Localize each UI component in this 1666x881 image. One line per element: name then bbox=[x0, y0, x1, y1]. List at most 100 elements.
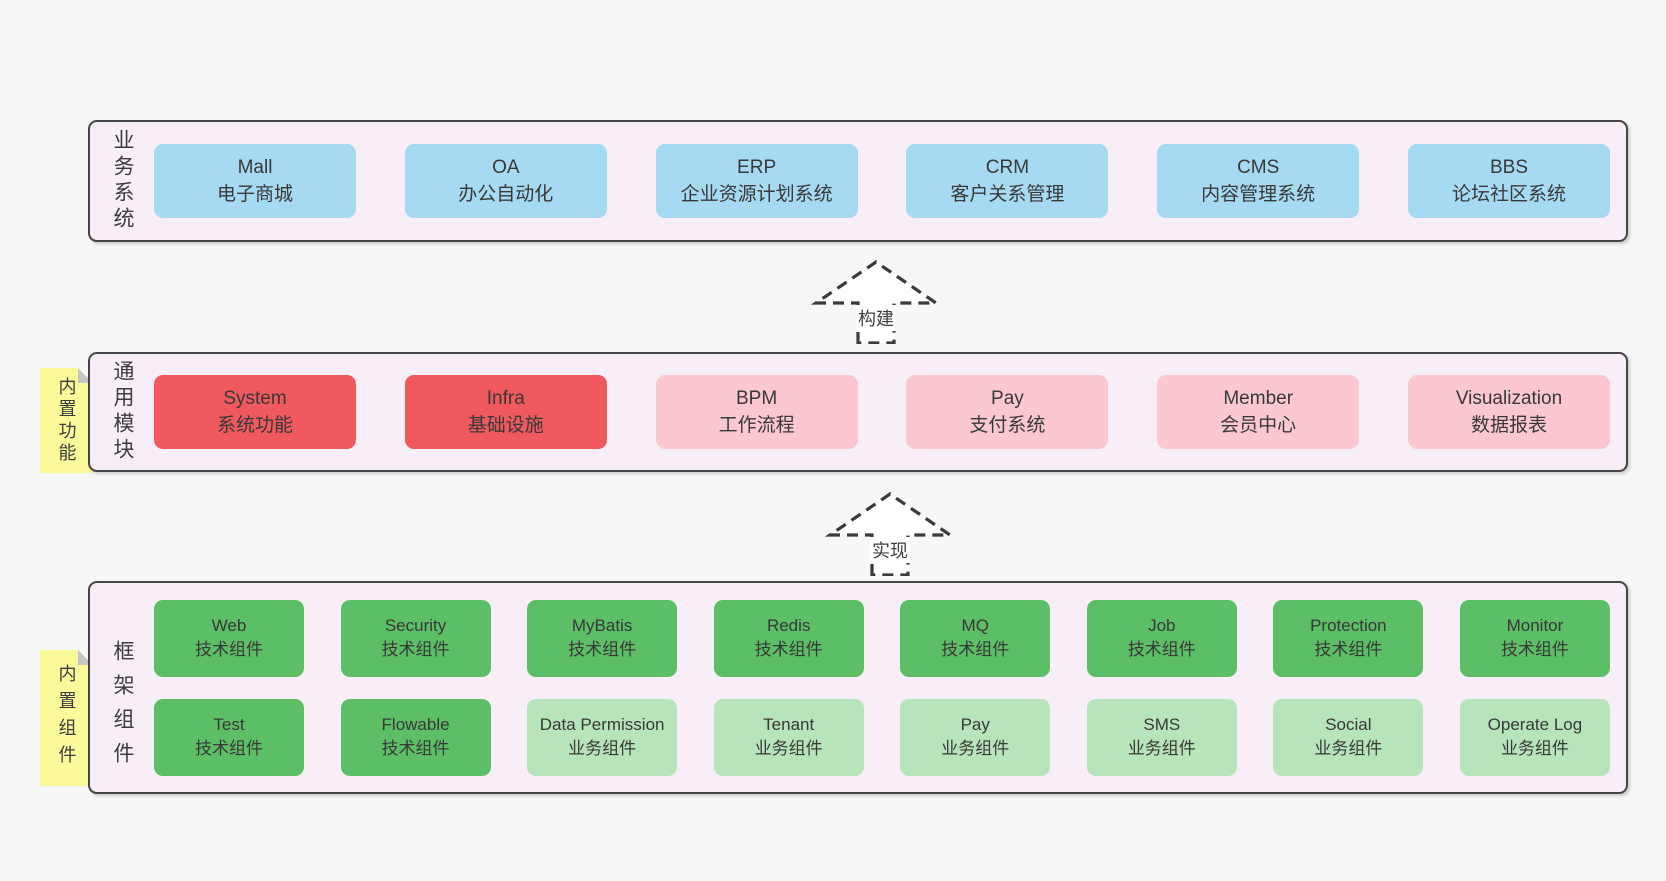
module-desc: 技术组件 bbox=[381, 640, 450, 659]
layer-label: 通用模块 bbox=[111, 360, 134, 464]
box-visualization: Visualization 数据报表 bbox=[1407, 375, 1610, 449]
module-desc: 技术组件 bbox=[195, 640, 263, 659]
sticky-note-text: 内置功能 bbox=[56, 376, 77, 465]
module-desc: 技术组件 bbox=[754, 640, 823, 659]
sticky-note-builtin-components: 内置组件 bbox=[40, 650, 93, 786]
box-mall: Mall 电子商城 bbox=[154, 144, 356, 218]
module-desc: 业务组件 bbox=[1314, 739, 1383, 758]
box-infra: Infra 基础设施 bbox=[404, 375, 607, 449]
box-member: Member 会员中心 bbox=[1157, 375, 1360, 449]
box-pay: Pay 业务组件 bbox=[900, 698, 1051, 776]
arrow-label: 构建 bbox=[856, 305, 896, 332]
module-name: Data Permission bbox=[539, 715, 665, 734]
box-flowable: Flowable 技术组件 bbox=[340, 698, 491, 776]
module-name: Operate Log bbox=[1487, 715, 1583, 734]
module-name: Pay bbox=[960, 715, 990, 734]
module-name: Tenant bbox=[763, 715, 815, 734]
module-desc: 业务组件 bbox=[941, 739, 1010, 758]
box-security: Security 技术组件 bbox=[340, 599, 491, 677]
arrow-implement: 实现 bbox=[820, 488, 960, 576]
dashed-up-arrow-icon bbox=[824, 492, 956, 576]
module-name: CRM bbox=[985, 157, 1030, 178]
module-desc: 技术组件 bbox=[1127, 640, 1196, 659]
box-erp: ERP 企业资源计划系统 bbox=[655, 144, 858, 218]
box-redis: Redis 技术组件 bbox=[713, 599, 864, 677]
layer-label: 业务系统 bbox=[111, 129, 134, 233]
module-desc: 业务组件 bbox=[754, 739, 823, 758]
module-name: CMS bbox=[1237, 157, 1280, 178]
module-name: OA bbox=[492, 157, 520, 178]
module-name: Flowable bbox=[381, 715, 450, 734]
box-protection: Protection 技术组件 bbox=[1273, 599, 1424, 677]
arrow-label: 实现 bbox=[870, 537, 910, 564]
box-operate-log: Operate Log 业务组件 bbox=[1459, 698, 1610, 776]
module-desc: 系统功能 bbox=[216, 415, 293, 436]
box-system: System 系统功能 bbox=[154, 375, 356, 449]
sticky-note-text: 内置组件 bbox=[56, 664, 77, 772]
module-name: Member bbox=[1223, 388, 1294, 409]
layer-label: 框架组件 bbox=[111, 639, 134, 776]
box-crm: CRM 客户关系管理 bbox=[906, 144, 1109, 218]
module-desc: 数据报表 bbox=[1470, 415, 1547, 436]
box-web: Web 技术组件 bbox=[154, 599, 304, 677]
box-mq: MQ 技术组件 bbox=[900, 599, 1051, 677]
module-name: Mall bbox=[237, 157, 273, 178]
module-name: Pay bbox=[991, 388, 1024, 409]
module-name: MQ bbox=[961, 616, 989, 635]
module-desc: 企业资源计划系统 bbox=[680, 184, 833, 205]
module-name: Test bbox=[213, 715, 245, 734]
module-name: Monitor bbox=[1506, 616, 1564, 635]
module-desc: 技术组件 bbox=[195, 739, 263, 758]
module-name: ERP bbox=[737, 157, 777, 178]
module-desc: 客户关系管理 bbox=[950, 184, 1065, 205]
box-bbs: BBS 论坛社区系统 bbox=[1407, 144, 1610, 218]
box-oa: OA 办公自动化 bbox=[404, 144, 607, 218]
module-desc: 会员中心 bbox=[1220, 415, 1297, 436]
box-test: Test 技术组件 bbox=[154, 698, 304, 776]
module-name: System bbox=[223, 388, 287, 409]
dashed-up-arrow-icon bbox=[810, 260, 942, 344]
layer-business-systems: 业务系统 Mall 电子商城 OA 办公自动化 ERP 企业资源计划系统 CRM 客户关系管理… bbox=[88, 120, 1628, 242]
module-name: Social bbox=[1325, 715, 1372, 734]
module-desc: 技术组件 bbox=[941, 640, 1010, 659]
module-name: Security bbox=[384, 616, 447, 635]
module-desc: 技术组件 bbox=[381, 739, 450, 758]
module-desc: 业务组件 bbox=[568, 739, 637, 758]
module-name: Visualization bbox=[1455, 388, 1563, 409]
module-desc: 工作流程 bbox=[718, 415, 795, 436]
module-name: Redis bbox=[766, 616, 811, 635]
box-data-permission: Data Permission 业务组件 bbox=[527, 698, 678, 776]
module-desc: 论坛社区系统 bbox=[1451, 184, 1566, 205]
module-desc: 电子商城 bbox=[216, 184, 293, 205]
module-name: SMS bbox=[1143, 715, 1181, 734]
module-name: MyBatis bbox=[571, 616, 633, 635]
box-mybatis: MyBatis 技术组件 bbox=[527, 599, 678, 677]
module-name: BBS bbox=[1489, 157, 1528, 178]
sticky-note-builtin-features: 内置功能 bbox=[40, 368, 93, 473]
module-desc: 技术组件 bbox=[1314, 640, 1383, 659]
arrow-build: 构建 bbox=[806, 256, 946, 344]
box-social: Social 业务组件 bbox=[1273, 698, 1424, 776]
box-tenant: Tenant 业务组件 bbox=[713, 698, 864, 776]
module-desc: 技术组件 bbox=[568, 640, 637, 659]
module-name: Infra bbox=[486, 388, 525, 409]
module-desc: 业务组件 bbox=[1500, 739, 1569, 758]
module-desc: 基础设施 bbox=[467, 415, 544, 436]
module-name: Protection bbox=[1310, 616, 1387, 635]
module-desc: 办公自动化 bbox=[458, 184, 554, 205]
module-name: Web bbox=[211, 616, 247, 635]
